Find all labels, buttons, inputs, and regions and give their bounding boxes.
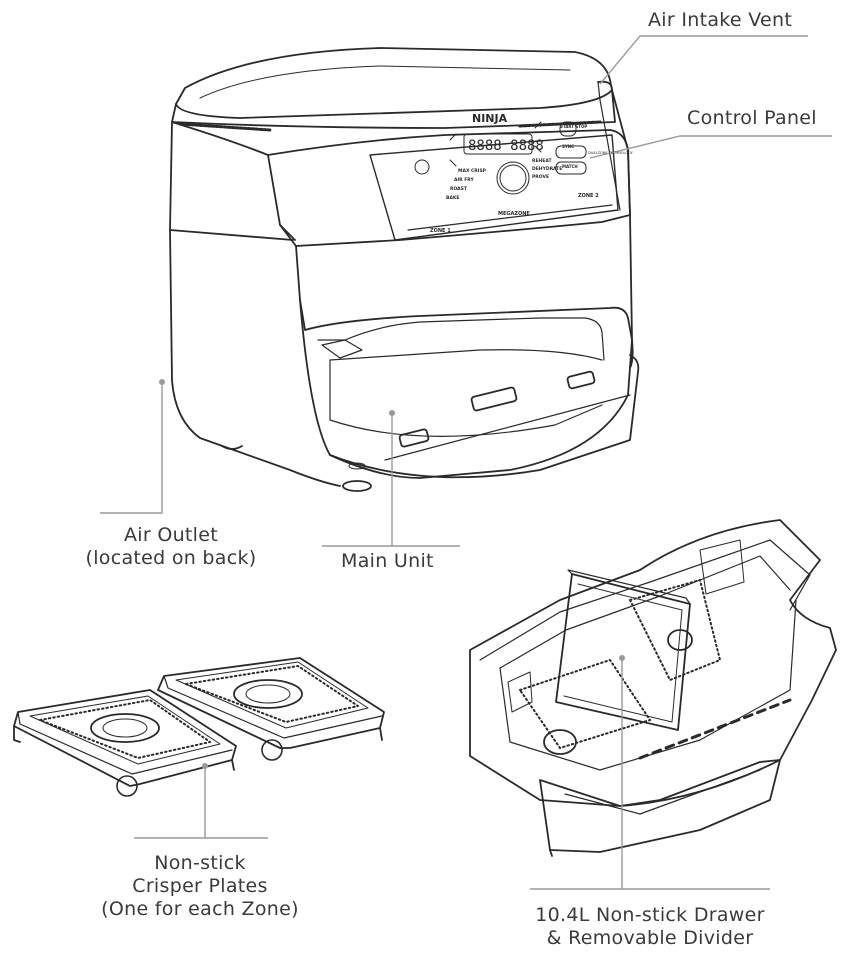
leader-drawer (530, 660, 770, 890)
brand-logo: NINJA (472, 112, 508, 125)
crisper-plates-line-2: Crisper Plates (132, 875, 268, 897)
air-outlet-line-1: Air Outlet (124, 524, 218, 546)
crisper-plate-right-drawing (157, 657, 385, 761)
function-label-right: REHEAT (532, 158, 553, 164)
zone-label: MEGAZONE (498, 211, 530, 217)
air-intake-vent-label: Air Intake Vent (648, 9, 793, 31)
leader-air-outlet (100, 385, 163, 514)
control-panel-label: Control Panel (687, 107, 817, 129)
panel-note: DUALZONE TECHNOLOGY (588, 151, 634, 155)
panel-button-label: MATCH (562, 164, 578, 169)
leader-lines (100, 35, 832, 890)
crisper-plates-label: Non-stick Crisper Plates (One for each Z… (100, 852, 300, 921)
function-label-left: AIR FRY (454, 177, 474, 183)
air-outlet-line-2: (located on back) (85, 547, 257, 569)
crisper-plates-line-1: Non-stick (154, 852, 246, 874)
zone-label: ZONE 2 (578, 193, 599, 199)
function-label-left: MAX CRISP (458, 168, 487, 174)
drawer-label: 10.4L Non-stick Drawer & Removable Divid… (510, 904, 790, 950)
control-panel-drawing (407, 121, 613, 231)
function-label-left: ROAST (450, 186, 468, 192)
crisper-plate-left-drawing (13, 689, 237, 797)
zone-label: ZONE 1 (430, 228, 451, 234)
leader-main-unit (322, 416, 460, 547)
drawer-line-1: 10.4L Non-stick Drawer (535, 904, 765, 926)
leader-control-panel (589, 135, 832, 159)
function-label-left: BAKE (446, 195, 459, 201)
leader-crisper-plates (134, 769, 268, 839)
drawer-drawing (469, 519, 837, 857)
function-label-right: PROVE (532, 174, 549, 180)
panel-button-label: SYNC (562, 144, 574, 149)
function-label-right: DEHYDRATE (532, 166, 562, 172)
main-unit-label: Main Unit (341, 550, 434, 572)
main-unit-drawing (169, 47, 640, 492)
crisper-plates-line-3: (One for each Zone) (101, 898, 299, 920)
panel-button-label: START STOP (560, 124, 587, 129)
display-readout: 8888 8888 (468, 138, 544, 154)
leader-air-intake (599, 35, 808, 85)
air-outlet-label: Air Outlet (located on back) (66, 524, 276, 570)
drawer-line-2: & Removable Divider (546, 927, 754, 949)
